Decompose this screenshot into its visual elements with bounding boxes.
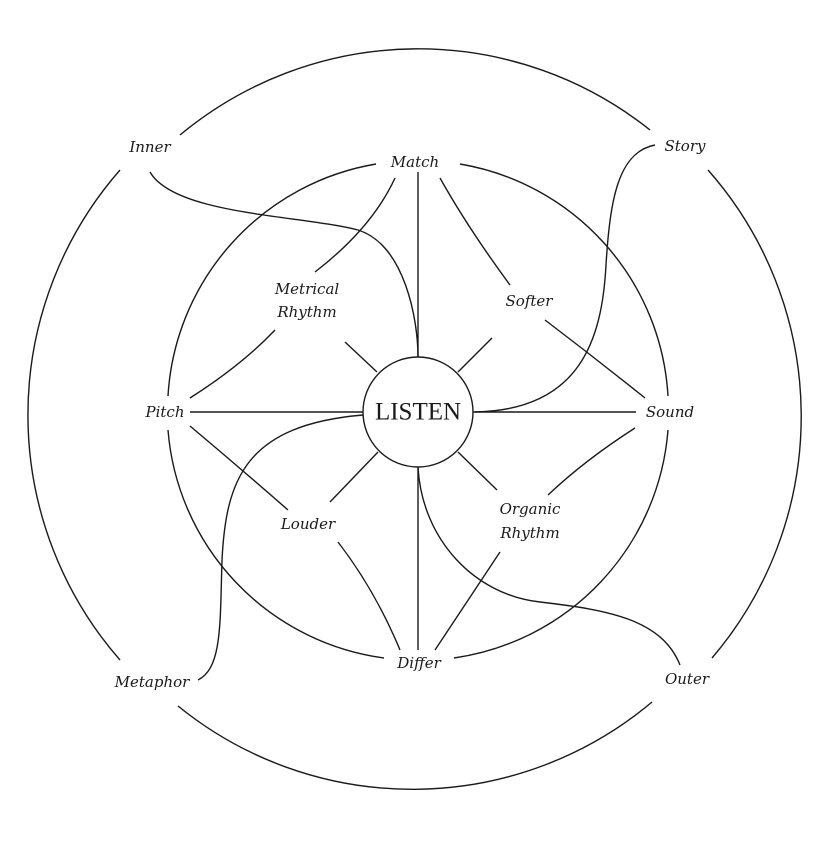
inner-circle — [167, 163, 669, 659]
connector-inner-to-listen — [149, 171, 419, 358]
label-organic: Organic — [500, 500, 561, 518]
outer-circle — [27, 48, 802, 790]
label-metrical-rhythm: Rhythm — [276, 303, 336, 321]
spoke-louder — [329, 451, 379, 503]
label-metaphor: Metaphor — [114, 673, 191, 691]
label-softer: Softer — [506, 292, 554, 310]
label-differ: Differ — [396, 654, 441, 672]
connector-outer-to-listen — [417, 466, 681, 666]
label-organic-rhythm: Rhythm — [499, 524, 559, 542]
connector-story-to-listen — [474, 144, 656, 413]
label-inner: Inner — [128, 138, 171, 156]
swirl-connectors — [149, 144, 681, 681]
label-match: Match — [390, 153, 439, 171]
label-pitch: Pitch — [145, 403, 185, 421]
spoke-metrical — [344, 341, 378, 373]
label-metrical: Metrical — [274, 280, 340, 298]
spoke-organic — [457, 451, 498, 491]
label-outer: Outer — [665, 670, 710, 688]
connector-metaphor-to-listen — [197, 414, 364, 681]
spoke-softer — [457, 337, 493, 373]
label-sound: Sound — [646, 403, 694, 421]
label-louder: Louder — [280, 515, 336, 533]
label-story: Story — [665, 137, 707, 155]
spokes — [190, 172, 636, 650]
center-label-listen: LISTEN — [375, 399, 461, 426]
inner-connectors — [189, 177, 646, 651]
